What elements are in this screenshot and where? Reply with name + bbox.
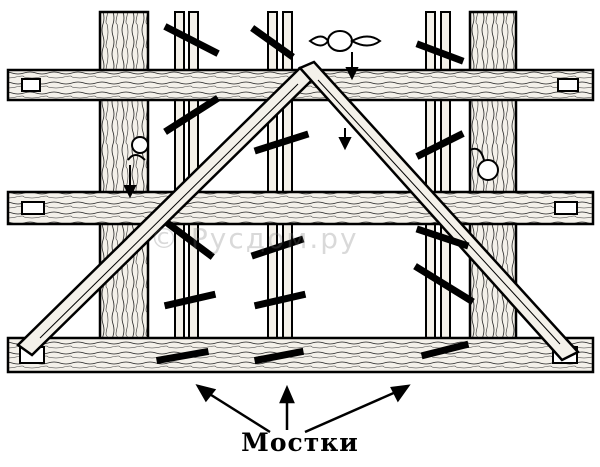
caption-label: Мостки: [241, 428, 359, 457]
pole-c2: [440, 11, 451, 358]
arrow-right-icon: [304, 386, 406, 434]
pole-b2: [282, 11, 293, 358]
ledger-middle: [6, 190, 595, 226]
diagonal-rafters: [16, 60, 581, 362]
watermark: © Русдом.ру: [150, 222, 359, 255]
post-left: [98, 10, 150, 352]
lashings: [155, 23, 475, 365]
arrow-left-icon: [199, 386, 271, 434]
fasteners: [127, 30, 499, 181]
small-arrows: [123, 52, 359, 199]
pole-c1: [425, 11, 436, 358]
arrow-icons: [195, 384, 411, 434]
